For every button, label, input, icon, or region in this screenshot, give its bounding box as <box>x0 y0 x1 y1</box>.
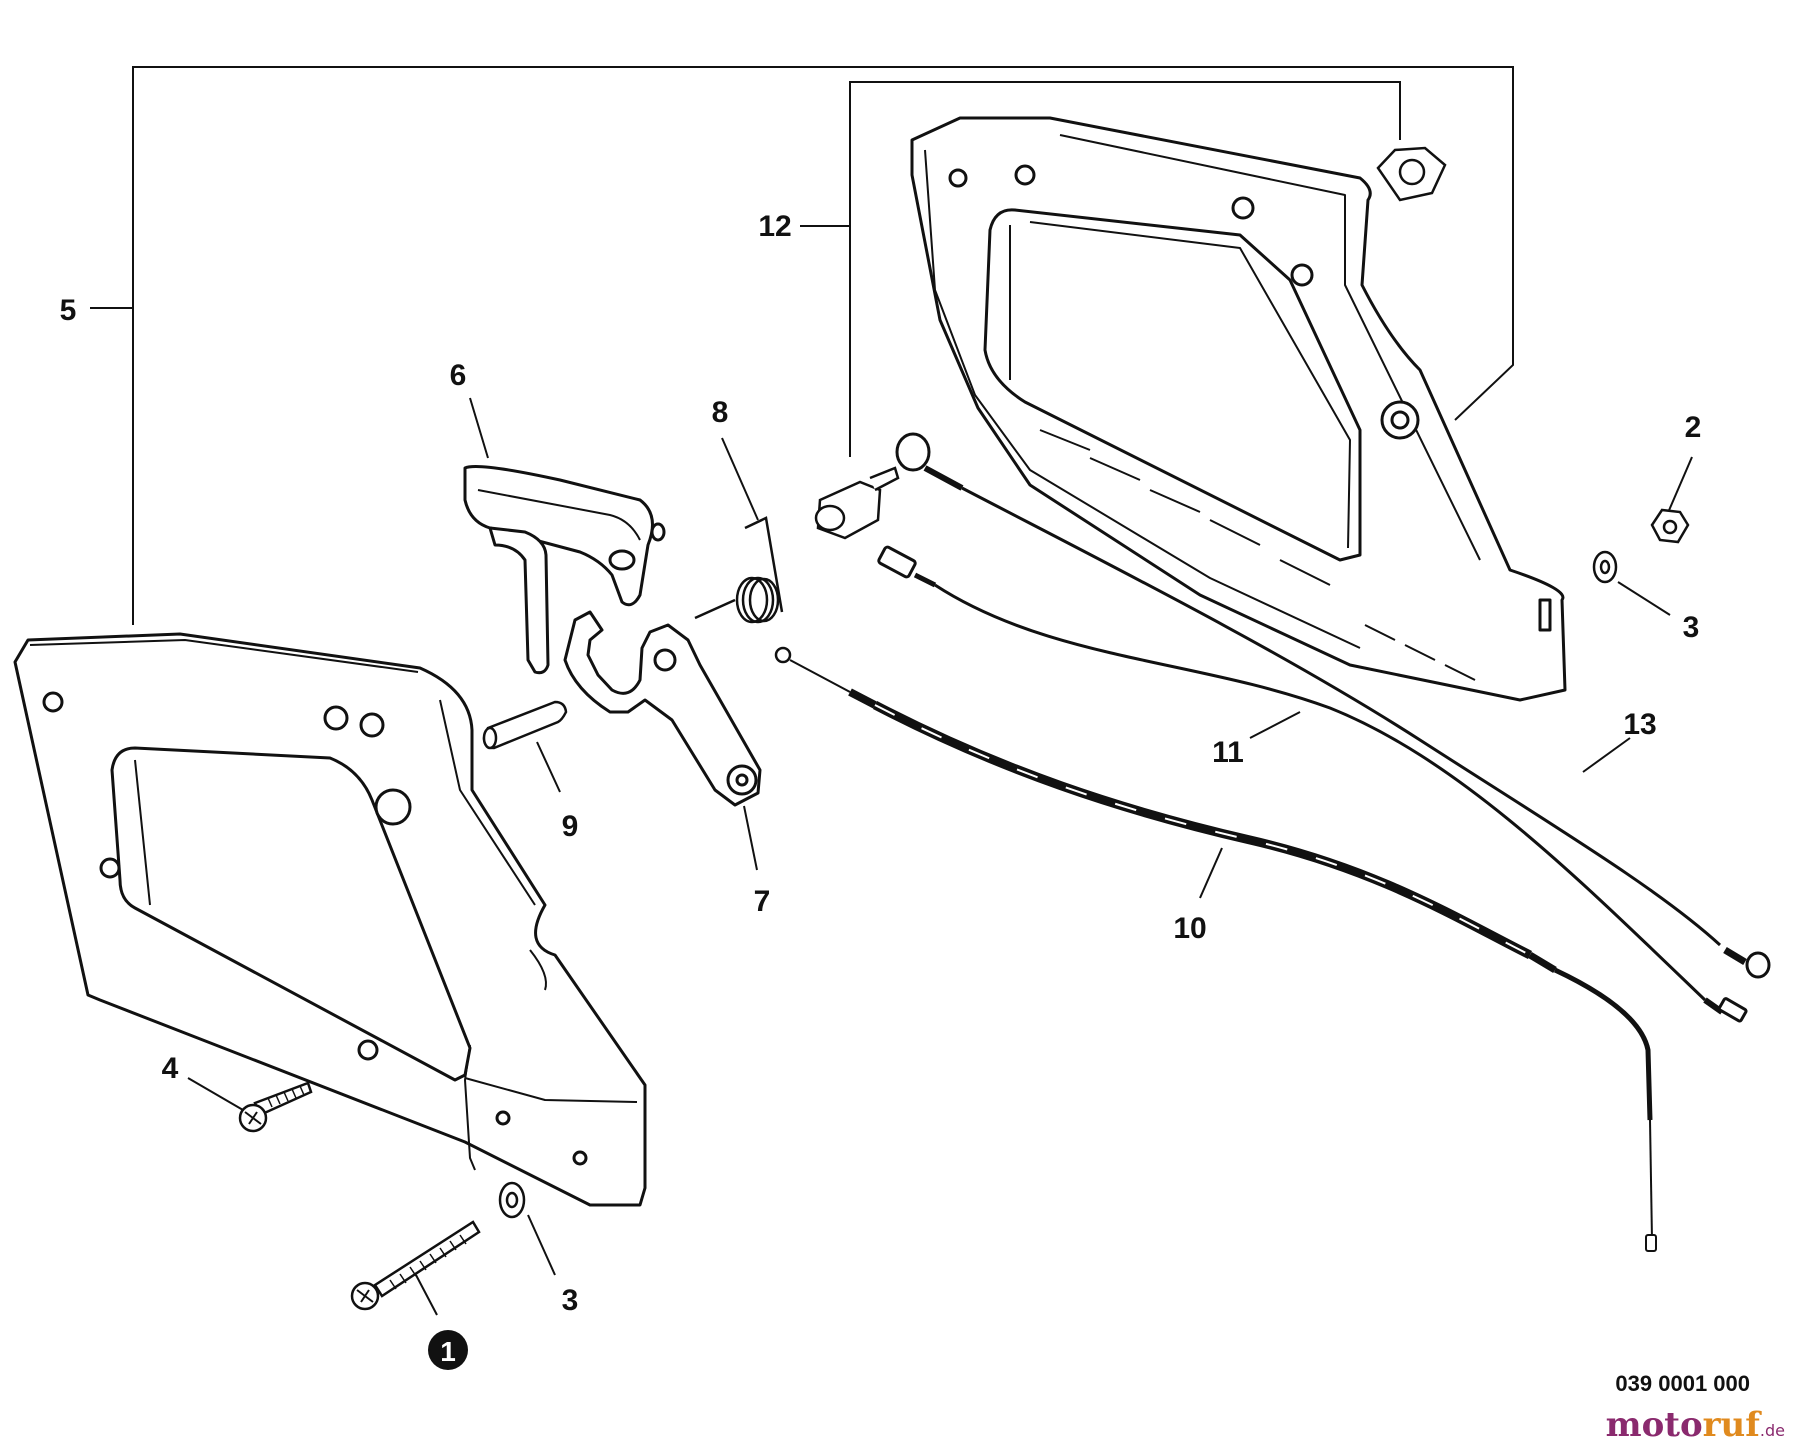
callout-1-badge <box>428 1330 468 1370</box>
watermark-suffix: .de <box>1760 1421 1785 1440</box>
watermark-text-moto: moto <box>1606 1405 1703 1444</box>
leader-3-left <box>527 1214 556 1276</box>
part-9-pin <box>482 700 568 750</box>
callout-2: 2 <box>1685 411 1702 444</box>
part-7-throttle-trigger <box>563 610 762 807</box>
callout-9: 9 <box>562 810 579 843</box>
part-2-nut <box>1650 508 1690 544</box>
leader-6 <box>469 397 489 459</box>
part-1-long-screw <box>350 1220 481 1311</box>
callout-8: 8 <box>712 396 729 429</box>
leader-10 <box>1199 847 1223 899</box>
callout-3-left: 3 <box>562 1284 579 1317</box>
watermark-logo: motoruf.de <box>1606 1405 1785 1444</box>
handle-half-right <box>910 116 1567 702</box>
leader-3-right <box>1617 581 1671 616</box>
callout-12: 12 <box>758 210 791 243</box>
part-8-torsion-spring <box>694 516 784 624</box>
part-10-throttle-cable <box>774 646 1657 1252</box>
leader-8 <box>721 437 759 521</box>
leader-4 <box>187 1077 244 1111</box>
callout-13: 13 <box>1623 708 1656 741</box>
part-11-cable <box>877 545 1748 1023</box>
part-3-washer-left <box>498 1181 526 1219</box>
part-4-screw <box>238 1081 313 1133</box>
callout-4: 4 <box>162 1052 179 1085</box>
bracket-item-12 <box>849 81 1401 457</box>
leader-11 <box>1249 711 1301 739</box>
callout-5: 5 <box>60 294 77 327</box>
leader-9 <box>536 741 561 793</box>
callout-10: 10 <box>1173 912 1206 945</box>
part-6-lock-lever <box>463 465 666 675</box>
callout-11: 11 <box>1212 736 1244 769</box>
leader-2 <box>1666 456 1693 516</box>
part-3-washer-right <box>1592 550 1618 584</box>
callout-1: 1 <box>440 1336 456 1367</box>
handle-half-left <box>13 632 647 1207</box>
leader-13 <box>1582 737 1631 773</box>
callout-6: 6 <box>450 359 467 392</box>
watermark-text-ruf: ruf <box>1703 1405 1763 1444</box>
callout-3-right: 3 <box>1683 611 1700 644</box>
drawing-number: 039 0001 000 <box>1615 1371 1750 1396</box>
part-13-cable <box>895 432 1771 979</box>
svg-text:motoruf.de: motoruf.de <box>1606 1405 1785 1444</box>
switch-plunger <box>814 466 900 540</box>
callout-labels: 5 12 6 8 9 7 2 3 11 13 10 4 3 1 <box>60 210 1702 1370</box>
hex-nut-upper <box>1376 146 1447 202</box>
leader-7 <box>743 805 758 871</box>
bracket-item-5 <box>132 66 1514 625</box>
group-brackets <box>132 66 1514 625</box>
leader-1 <box>415 1274 438 1316</box>
leader-lines <box>90 225 1693 1316</box>
callout-7: 7 <box>754 885 771 918</box>
